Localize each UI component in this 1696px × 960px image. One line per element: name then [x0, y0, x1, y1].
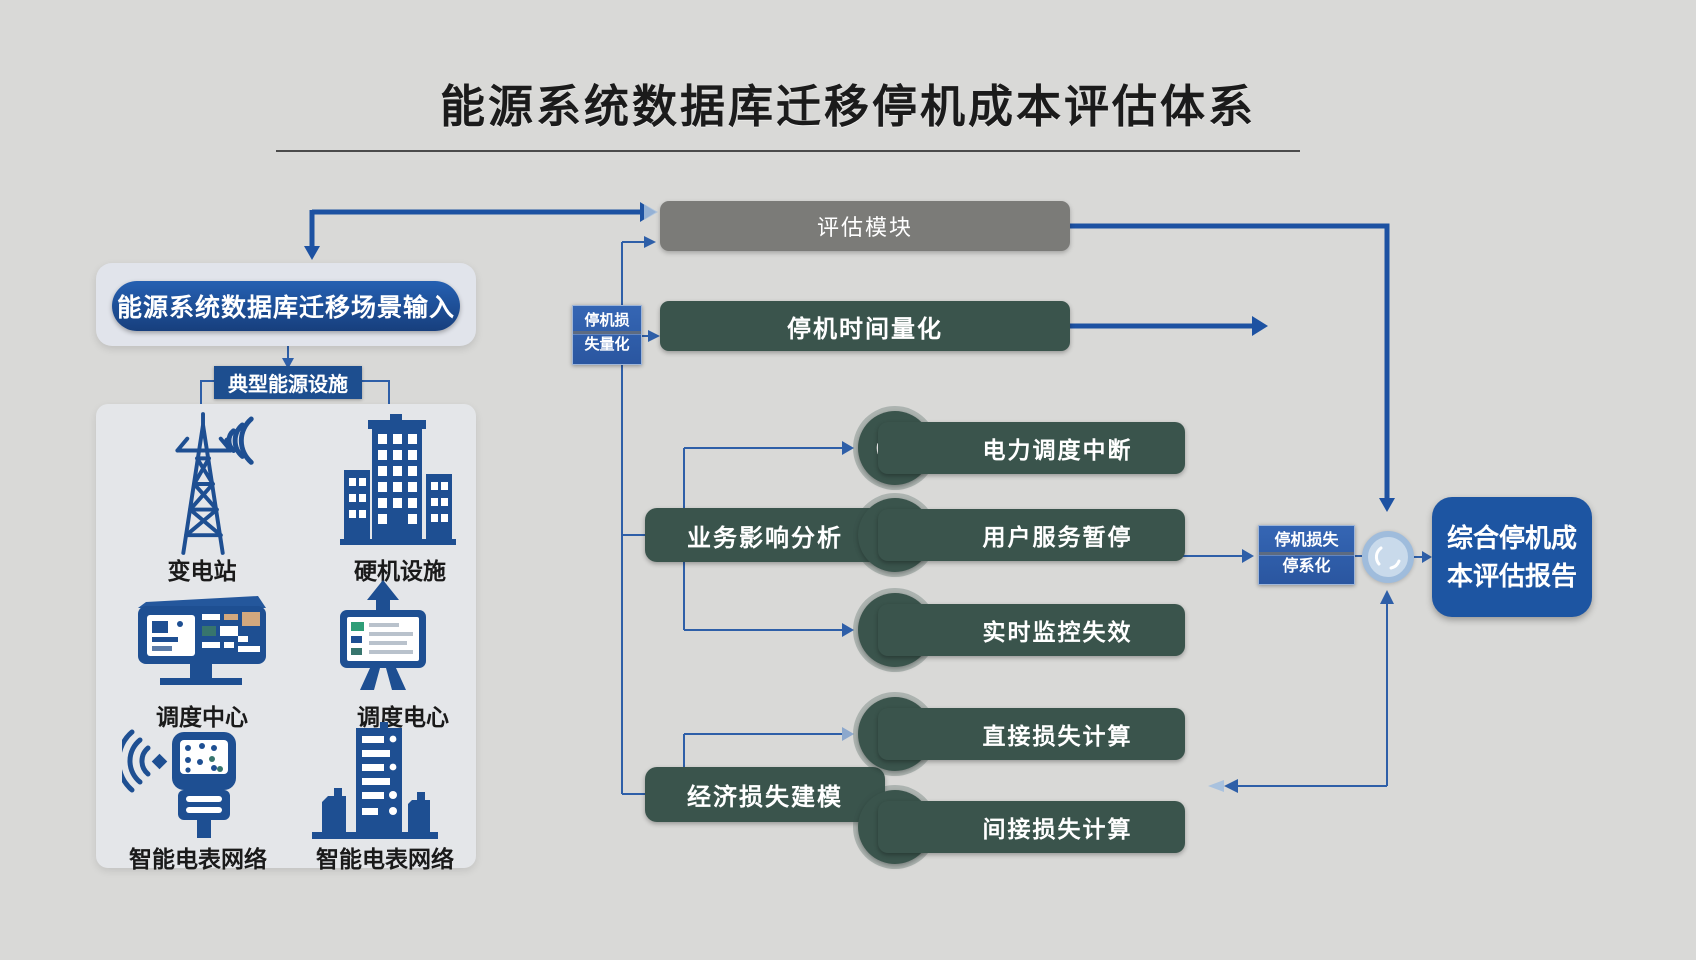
facility-header-node: 典型能源设施 — [214, 366, 362, 399]
business-impact-node: 业务影响分析 — [645, 508, 885, 562]
monitor-upload-icon — [322, 578, 444, 701]
item-power-dispatch: 电力调度中断 — [878, 422, 1185, 474]
connector-line2: 停系化 — [1282, 558, 1331, 575]
assessment-module-node: 评估模块 — [660, 201, 1070, 251]
control-console-icon — [132, 588, 272, 697]
report-node: 综合停机成 本评估报告 — [1432, 497, 1592, 617]
facility-caption: 调度中心 — [156, 704, 248, 730]
loss-quantification-connector: 停机损 失量化 — [572, 305, 642, 365]
transmission-tower-icon — [140, 408, 268, 563]
scenario-input-node: 能源系统数据库迁移场景输入 — [112, 281, 460, 331]
connector-divider — [1259, 552, 1354, 555]
facility-caption: 变电站 — [167, 558, 237, 584]
economic-loss-node: 经济损失建模 — [645, 767, 885, 822]
facility-caption: 调度电心 — [357, 704, 449, 730]
item-realtime-monitoring: 实时监控失效 — [878, 604, 1185, 656]
report-line1: 综合停机成 — [1446, 523, 1577, 553]
connector-line2: 失量化 — [584, 336, 630, 353]
item-direct-loss: 直接损失计算 — [878, 708, 1185, 760]
connector-line1: 停机损失 — [1274, 532, 1339, 549]
downtime-loss-systemize-connector: 停机损失 停系化 — [1258, 525, 1355, 585]
merge-node-circle — [1362, 531, 1414, 583]
facility-caption: 智能电表网络 — [129, 846, 267, 872]
smart-meter-icon — [116, 728, 256, 845]
item-user-service: 用户服务暂停 — [878, 509, 1185, 561]
office-building-icon — [332, 412, 464, 551]
facility-caption: 智能电表网络 — [316, 846, 454, 872]
city-buildings-icon — [308, 722, 442, 845]
report-line2: 本评估报告 — [1446, 561, 1577, 591]
downtime-quantification-node: 停机时间量化 — [660, 301, 1070, 351]
connector-line1: 停机损 — [584, 312, 630, 329]
page-title: 能源系统数据库迁移停机成本评估体系 — [439, 81, 1257, 132]
title-underline — [276, 150, 1300, 152]
item-indirect-loss: 间接损失计算 — [878, 801, 1185, 853]
facility-caption: 硬机设施 — [354, 558, 446, 584]
connector-divider — [573, 331, 641, 334]
